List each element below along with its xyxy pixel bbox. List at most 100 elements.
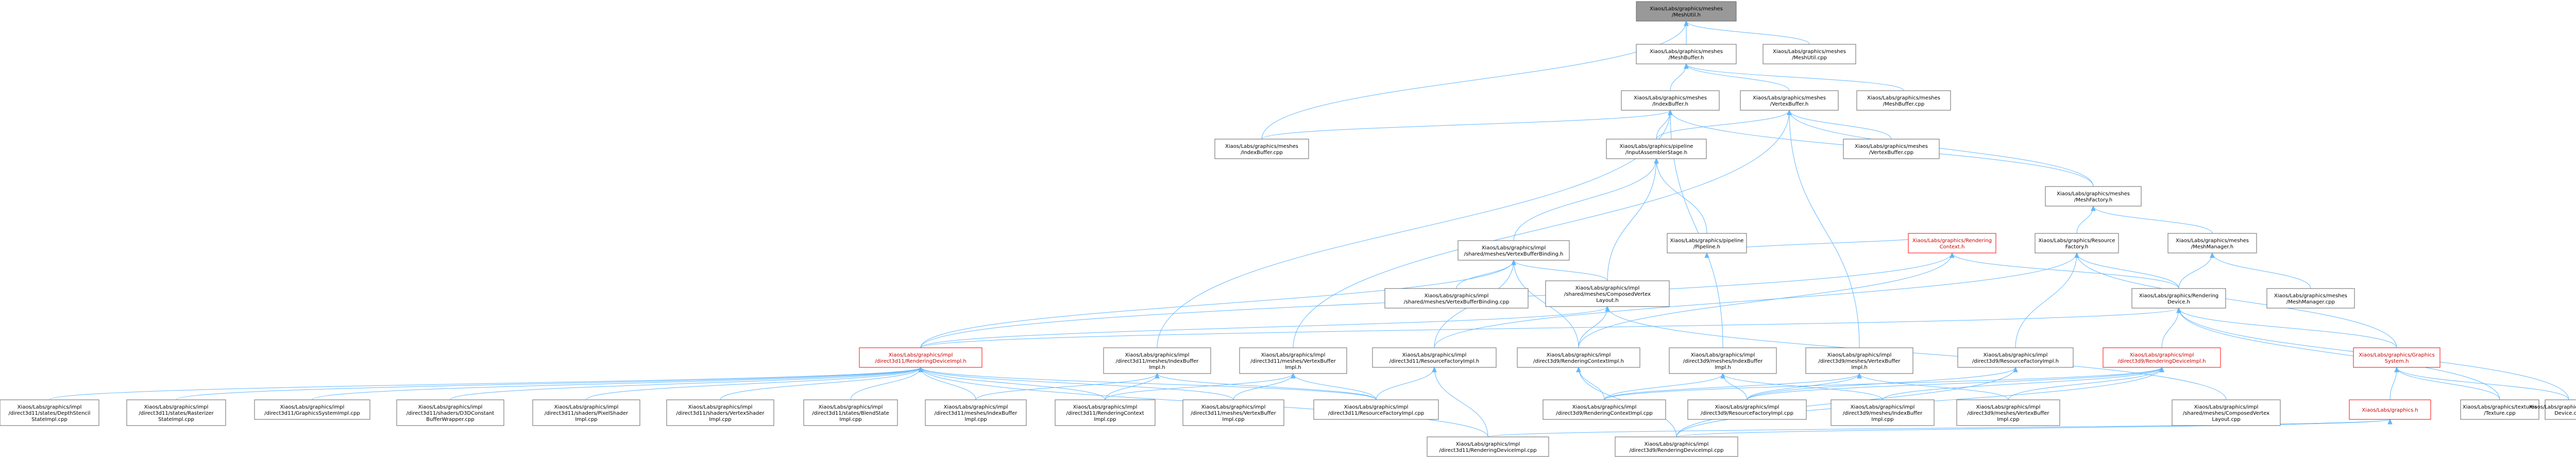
file-node-xiaos-labs-graphics-impl-direct3d11-shaders-d3dconstantbufferwrapper-cpp[interactable]: Xiaos/Labs/graphics/impl/direct3d11/shad… (396, 399, 504, 426)
node-label-line: Xiaos/Labs/graphics/impl (1073, 404, 1138, 410)
edge-line (1604, 373, 1723, 400)
file-node-xiaos-labs-graphics-meshes-meshbuffer-h[interactable]: Xiaos/Labs/graphics/meshes/MeshBuffer.h (1636, 44, 1737, 64)
dependency-edge (1261, 20, 1689, 140)
edge-line (1859, 373, 2009, 400)
dependency-edge (920, 306, 1610, 348)
file-node-xiaos-labs-graphics-impl-shared-meshes-vertexbufferbinding-cpp[interactable]: Xiaos/Labs/graphics/impl/shared/meshes/V… (1384, 288, 1529, 309)
node-label-line: Impl.cpp (1222, 417, 1244, 422)
node-box (1458, 240, 1570, 261)
file-node-xiaos-labs-graphics-impl-direct3d9-renderingcontextimpl-h[interactable]: Xiaos/Labs/graphics/impl/direct3d9/Rende… (1517, 347, 1640, 368)
node-label-line: /Pipeline.h (1693, 244, 1720, 250)
file-node-xiaos-labs-graphics-impl-direct3d9-meshes-vertexbufferimpl-h[interactable]: Xiaos/Labs/graphics/impl/direct3d9/meshe… (1805, 347, 1913, 374)
file-node-xiaos-labs-graphics-impl-shared-meshes-composedvertexlayout-h[interactable]: Xiaos/Labs/graphics/impl/shared/meshes/C… (1545, 280, 1670, 307)
edge-arrowhead (1668, 109, 1673, 115)
file-node-xiaos-labs-graphics-impl-direct3d9-meshes-vertexbufferimpl-cpp[interactable]: Xiaos/Labs/graphics/impl/direct3d9/meshe… (1956, 399, 2060, 426)
file-node-xiaos-labs-graphics-impl-direct3d11-states-depthstencilstateimpl-cpp[interactable]: Xiaos/Labs/graphics/impl/direct3d11/stat… (0, 399, 99, 426)
file-node-xiaos-labs-graphics-impl-direct3d11-resourcefactoryimpl-cpp[interactable]: Xiaos/Labs/graphics/impl/direct3d11/Reso… (1313, 399, 1439, 420)
file-node-xiaos-labs-graphics-impl-direct3d11-shaders-pixelshaderimpl-cpp[interactable]: Xiaos/Labs/graphics/impl/direct3d11/shad… (532, 399, 640, 426)
dependency-edge (2161, 307, 2181, 348)
file-node-xiaos-labs-graphics-impl-direct3d9-meshes-indexbufferimpl-cpp[interactable]: Xiaos/Labs/graphics/impl/direct3d9/meshe… (1831, 399, 1935, 426)
dependency-edge (2210, 252, 2311, 289)
node-label-line: Impl.cpp (575, 417, 597, 422)
dependency-edge (1747, 373, 1862, 400)
node-label-line: Device.cpp (2554, 411, 2576, 416)
edge-line (586, 367, 921, 400)
dependency-edge (1605, 306, 2227, 400)
node-box (1372, 347, 1497, 368)
node-label-line: /VertexBuffer.cpp (1869, 150, 1913, 156)
node-label-line: /shared/meshes/ComposedVertex (2183, 411, 2269, 416)
edge-arrowhead (1576, 366, 1581, 373)
edge-line (312, 367, 921, 400)
file-node-xiaos-labs-graphics-renderingcontext-h[interactable]: Xiaos/Labs/graphics/RenderingContext.h (1908, 233, 1996, 253)
file-node-xiaos-labs-graphics-meshes-meshutil-cpp[interactable]: Xiaos/Labs/graphics/meshes/MeshUtil.cpp (1762, 44, 1856, 64)
node-box (1214, 139, 1309, 159)
dependency-edge (1456, 259, 1516, 289)
node-label-line: Xiaos/Labs/graphics/impl (889, 352, 953, 358)
edge-line (450, 367, 921, 400)
file-node-xiaos-labs-graphics-graphicssystem-h[interactable]: Xiaos/Labs/graphics/GraphicsSystem.h (2353, 347, 2441, 368)
file-node-xiaos-labs-graphics-meshes-meshutil-h[interactable]: Xiaos/Labs/graphics/meshes/MeshUtil.h (1636, 1, 1737, 22)
file-node-xiaos-labs-graphics-impl-direct3d11-shaders-vertexshaderimpl-cpp[interactable]: Xiaos/Labs/graphics/impl/direct3d11/shad… (666, 399, 774, 426)
file-node-xiaos-labs-graphics-h[interactable]: Xiaos/Labs/graphics.h (2349, 399, 2431, 420)
dependency-edge (586, 366, 923, 400)
file-node-xiaos-labs-graphics-meshes-meshmanager-cpp[interactable]: Xiaos/Labs/graphics/meshes/MeshManager.c… (2266, 288, 2355, 309)
file-node-xiaos-labs-graphics-impl-direct3d11-renderingdeviceimpl-cpp[interactable]: Xiaos/Labs/graphics/impl/direct3d11/Rend… (1427, 436, 1549, 457)
node-box (1957, 347, 2074, 368)
file-node-xiaos-labs-graphics-meshes-indexbuffer-h[interactable]: Xiaos/Labs/graphics/meshes/IndexBuffer.h (1621, 90, 1720, 111)
file-node-xiaos-labs-graphics-impl-direct3d11-states-blendstateimpl-cpp[interactable]: Xiaos/Labs/graphics/impl/direct3d11/stat… (803, 399, 898, 426)
file-node-xiaos-labs-graphics-impl-direct3d11-meshes-indexbufferimpl-h[interactable]: Xiaos/Labs/graphics/impl/direct3d11/mesh… (1103, 347, 1211, 374)
file-node-xiaos-labs-graphics-impl-direct3d11-renderingcontextimpl-cpp[interactable]: Xiaos/Labs/graphics/impl/direct3d11/Rend… (1055, 399, 1156, 426)
file-node-xiaos-labs-graphics-renderingdevice-h[interactable]: Xiaos/Labs/graphics/RenderingDevice.h (2131, 288, 2226, 309)
file-node-xiaos-labs-graphics-meshes-meshbuffer-cpp[interactable]: Xiaos/Labs/graphics/meshes/MeshBuffer.cp… (1856, 90, 1951, 111)
dependency-edge (2074, 252, 2179, 289)
file-node-xiaos-labs-graphics-meshes-meshmanager-h[interactable]: Xiaos/Labs/graphics/meshes/MeshManager.h (2167, 233, 2257, 253)
file-node-xiaos-labs-graphics-resourcefactory-h[interactable]: Xiaos/Labs/graphics/ResourceFactory.h (2035, 233, 2119, 253)
node-box (2172, 399, 2281, 426)
edge-line (1676, 419, 2391, 437)
edge-arrowhead (1684, 20, 1689, 26)
file-node-xiaos-labs-graphics-meshes-meshfactory-h[interactable]: Xiaos/Labs/graphics/meshes/MeshFactory.h (2045, 186, 2142, 207)
file-node-xiaos-labs-graphics-impl-direct3d11-states-rasterizerstateimpl-cpp[interactable]: Xiaos/Labs/graphics/impl/direct3d11/stat… (126, 399, 226, 426)
node-box (1805, 347, 1913, 374)
node-box (0, 399, 99, 426)
file-node-xiaos-labs-graphics-impl-direct3d11-graphicssystemimpl-cpp[interactable]: Xiaos/Labs/graphics/impl/direct3d11/Grap… (254, 399, 370, 420)
file-node-xiaos-labs-graphics-impl-direct3d11-meshes-vertexbufferimpl-h[interactable]: Xiaos/Labs/graphics/impl/direct3d11/mesh… (1239, 347, 1347, 374)
file-node-xiaos-labs-graphics-renderingdevice-cpp[interactable]: Xiaos/Labs/graphics/RenderingDevice.cpp (2529, 399, 2576, 420)
node-box (925, 399, 1027, 426)
file-node-xiaos-labs-graphics-impl-direct3d11-meshes-indexbufferimpl-cpp[interactable]: Xiaos/Labs/graphics/impl/direct3d11/mesh… (925, 399, 1027, 426)
file-node-xiaos-labs-graphics-impl-direct3d11-resourcefactoryimpl-h[interactable]: Xiaos/Labs/graphics/impl/direct3d11/Reso… (1372, 347, 1497, 368)
node-label-line: /MeshBuffer.h (1669, 55, 1704, 61)
node-label-line: /direct3d11/GraphicsSystemImpl.cpp (264, 411, 360, 416)
node-box (2035, 233, 2119, 253)
file-node-xiaos-labs-graphics-impl-shared-meshes-vertexbufferbinding-h[interactable]: Xiaos/Labs/graphics/impl/shared/meshes/V… (1458, 240, 1570, 261)
file-node-xiaos-labs-graphics-impl-direct3d11-meshes-vertexbufferimpl-cpp[interactable]: Xiaos/Labs/graphics/impl/direct3d11/mesh… (1182, 399, 1284, 426)
file-node-xiaos-labs-graphics-impl-shared-meshes-composedvertexlayout-cpp[interactable]: Xiaos/Labs/graphics/impl/shared/meshes/C… (2172, 399, 2281, 426)
node-label-line: Impl.h (1715, 365, 1731, 370)
edge-line (1261, 110, 1671, 140)
edge-line (975, 373, 1158, 400)
node-label-line: Xiaos/Labs/graphics/impl (18, 404, 82, 410)
file-node-xiaos-labs-graphics-impl-direct3d11-renderingdeviceimpl-h[interactable]: Xiaos/Labs/graphics/impl/direct3d11/Rend… (859, 347, 982, 368)
file-node-xiaos-labs-graphics-pipeline-inputassemblerstage-h[interactable]: Xiaos/Labs/graphics/pipeline/InputAssemb… (1606, 139, 1707, 159)
file-node-xiaos-labs-graphics-meshes-vertexbuffer-cpp[interactable]: Xiaos/Labs/graphics/meshes/VertexBuffer.… (1843, 139, 1940, 159)
file-node-xiaos-labs-graphics-pipeline-pipeline-h[interactable]: Xiaos/Labs/graphics/pipeline/Pipeline.h (1667, 233, 1747, 253)
edge-line (1789, 110, 1860, 348)
edge-line (1434, 252, 2077, 348)
file-node-xiaos-labs-graphics-impl-direct3d9-resourcefactoryimpl-cpp[interactable]: Xiaos/Labs/graphics/impl/direct3d9/Resou… (1687, 399, 1807, 420)
file-node-xiaos-labs-graphics-impl-direct3d9-renderingdeviceimpl-cpp[interactable]: Xiaos/Labs/graphics/impl/direct3d9/Rende… (1615, 436, 1738, 457)
edge-arrowhead (1787, 109, 1792, 115)
file-node-xiaos-labs-graphics-impl-direct3d9-meshes-indexbufferimpl-h[interactable]: Xiaos/Labs/graphics/impl/direct3d9/meshe… (1669, 347, 1777, 374)
edge-line (1604, 367, 2162, 400)
dependency-edge (1787, 109, 2094, 187)
edge-arrowhead (1654, 158, 1659, 164)
edge-arrowhead (2091, 205, 2096, 211)
file-node-xiaos-labs-graphics-impl-direct3d9-renderingcontextimpl-cpp[interactable]: Xiaos/Labs/graphics/impl/direct3d9/Rende… (1543, 399, 1666, 420)
file-node-xiaos-labs-graphics-impl-direct3d9-resourcefactoryimpl-h[interactable]: Xiaos/Labs/graphics/impl/direct3d9/Resou… (1957, 347, 2074, 368)
file-node-xiaos-labs-graphics-meshes-vertexbuffer-h[interactable]: Xiaos/Labs/graphics/meshes/VertexBuffer.… (1740, 90, 1839, 111)
edge-arrowhead (1155, 373, 1160, 379)
file-node-xiaos-labs-graphics-meshes-indexbuffer-cpp[interactable]: Xiaos/Labs/graphics/meshes/IndexBuffer.c… (1214, 139, 1309, 159)
file-node-xiaos-labs-graphics-textures-texture-cpp[interactable]: Xiaos/Labs/graphics/textures/Texture.cpp (2460, 399, 2539, 420)
file-node-xiaos-labs-graphics-impl-direct3d9-renderingdeviceimpl-h[interactable]: Xiaos/Labs/graphics/impl/direct3d9/Rende… (2103, 347, 2221, 368)
node-box (1843, 139, 1940, 159)
